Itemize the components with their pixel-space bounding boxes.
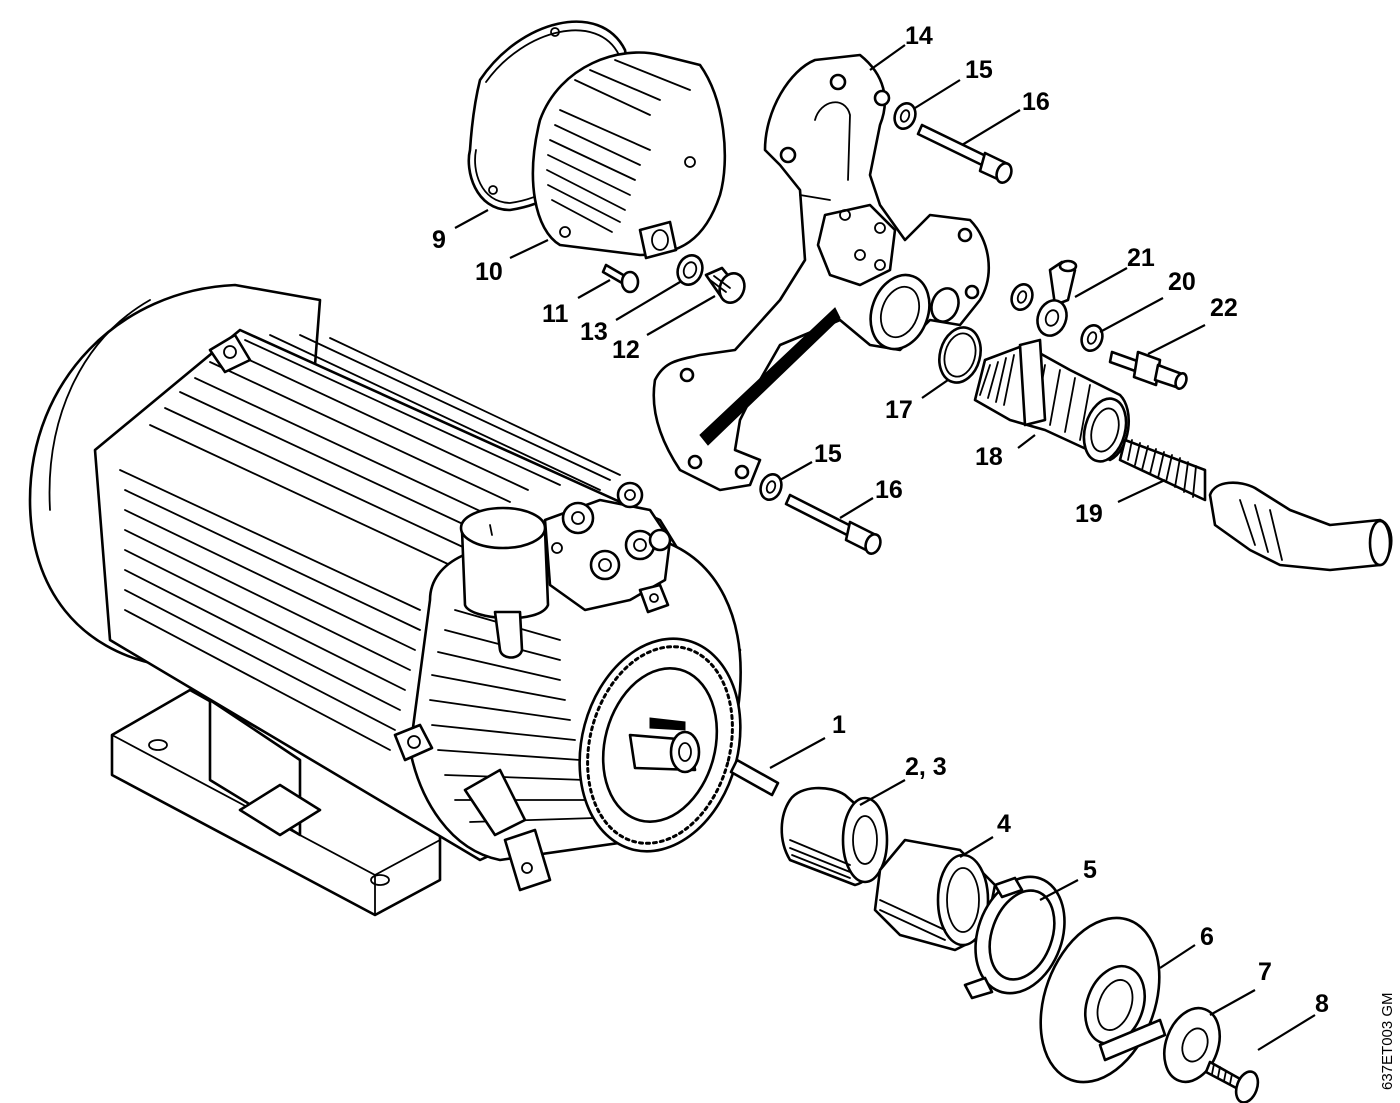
part-mounting-bracket — [652, 53, 991, 492]
part-retaining-ring — [963, 875, 1066, 1000]
callout-13: 13 — [580, 318, 608, 346]
part-washer-21-inner — [1010, 283, 1034, 311]
part-key — [729, 758, 780, 797]
part-hex-sleeve — [873, 838, 997, 952]
part-nipple — [1108, 350, 1188, 391]
callout-20: 20 — [1168, 268, 1196, 296]
part-banjo-fitting — [1036, 259, 1078, 337]
part-sealing-ring-13 — [676, 254, 704, 286]
callout-14: 14 — [905, 22, 933, 50]
part-washer — [1163, 1006, 1221, 1084]
part-guard-disc — [1039, 916, 1167, 1084]
part-cover-screw — [601, 263, 640, 294]
callout-8: 8 — [1315, 990, 1329, 1018]
callout-9: 9 — [432, 226, 446, 254]
pump-valve-block — [543, 481, 672, 614]
part-screw-plug — [704, 266, 746, 304]
part-washer-15-lower — [759, 473, 783, 501]
callout-4: 4 — [997, 810, 1011, 838]
part-spring-sleeve — [1118, 438, 1207, 502]
callout-15-upper: 15 — [965, 56, 993, 84]
callout-7: 7 — [1258, 958, 1272, 986]
high-pressure-hose-end — [1208, 481, 1393, 572]
drawing-reference-code: 637ET003 GM — [1379, 992, 1396, 1090]
part-bolt-16-lower — [784, 493, 882, 555]
callout-6: 6 — [1200, 923, 1214, 951]
callout-1: 1 — [832, 711, 846, 739]
part-washer-15-upper — [893, 102, 917, 130]
part-o-ring — [938, 326, 982, 384]
callout-16-upper: 16 — [1022, 88, 1050, 116]
callout-17: 17 — [885, 396, 913, 424]
callout-10: 10 — [475, 258, 503, 286]
callout-15-lower: 15 — [814, 440, 842, 468]
electric-motor — [28, 283, 742, 917]
callout-19: 19 — [1075, 500, 1103, 528]
callout-11: 11 — [542, 300, 569, 328]
callout-16-lower: 16 — [875, 476, 903, 504]
callout-21: 21 — [1127, 244, 1155, 272]
callout-12: 12 — [612, 336, 640, 364]
motor-cooling-fins — [119, 334, 621, 751]
callout-labels: 1 2, 3 4 5 6 7 8 9 10 11 12 13 14 15 16 … — [432, 22, 1329, 1018]
callout-18: 18 — [975, 443, 1003, 471]
part-washer-20 — [1080, 324, 1104, 352]
part-bolt-16-upper — [916, 123, 1013, 184]
leader-lines — [454, 44, 1316, 1051]
callout-22: 22 — [1210, 294, 1238, 322]
pump-cylinder-cap — [459, 506, 550, 659]
callout-5: 5 — [1083, 856, 1097, 884]
part-countersunk-screw — [1204, 1060, 1260, 1103]
part-coupling-sleeve — [780, 786, 889, 887]
callout-2-3: 2, 3 — [905, 753, 947, 781]
part-hose-fitting — [973, 338, 1131, 463]
part-fan-cover — [531, 51, 727, 260]
